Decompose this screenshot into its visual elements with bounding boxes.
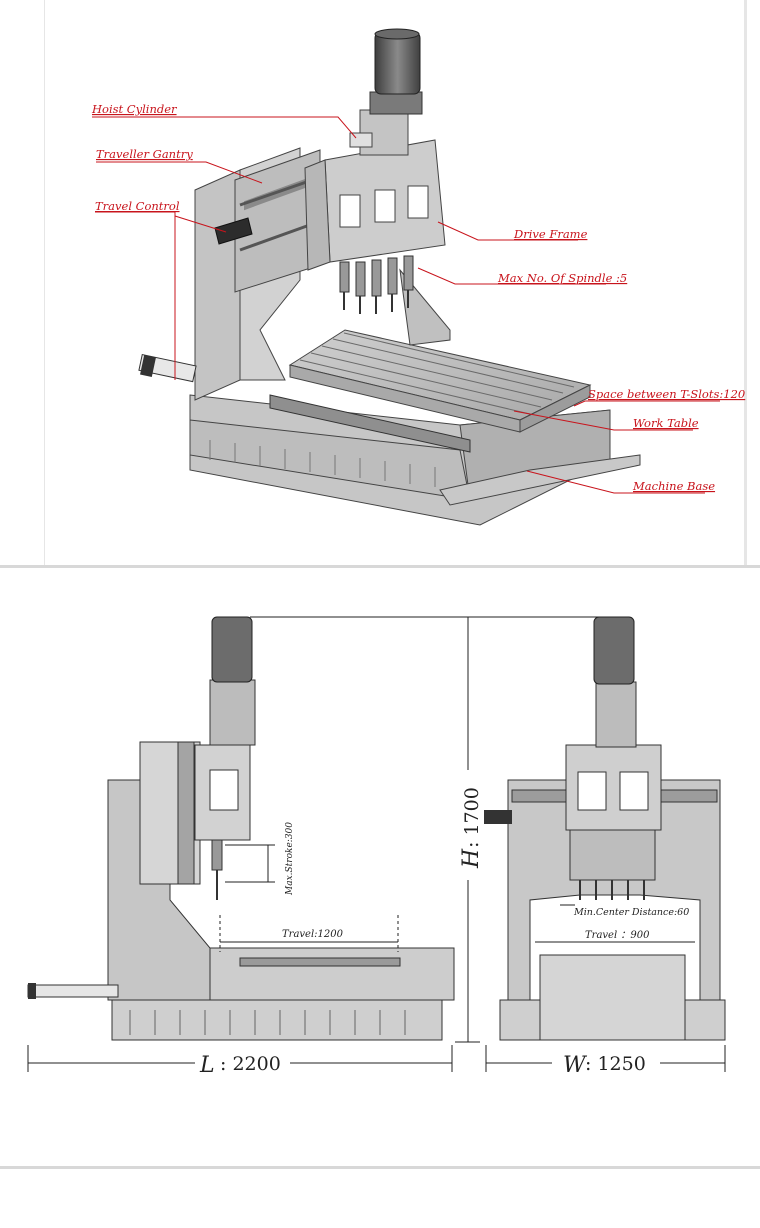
panel-border-right [744, 0, 747, 566]
traveller-gantry [234, 149, 321, 293]
dimension-lines [27, 616, 726, 1072]
label-traveller-gantry: Traveller Gantry [96, 147, 193, 161]
spindle-motor [349, 28, 423, 156]
travel-side-label: Travel:1200 [282, 929, 344, 940]
label-tslot-space: Space between T-Slots:120 [588, 387, 745, 401]
min-center-label: Min.Center Distance:60 [573, 907, 689, 918]
front-view [484, 616, 726, 1041]
drive-frame [304, 139, 446, 271]
isometric-machine-drawing: Hoist Cylinder Traveller Gantry Travel C… [91, 28, 745, 526]
height-value: : 1700 [461, 787, 483, 848]
travel-front-label: Travel ：900 [585, 930, 650, 941]
label-hoist-cylinder: Hoist Cylinder [91, 102, 178, 116]
panel-divider [0, 565, 760, 568]
length-value: : 2200 [220, 1053, 281, 1075]
width-value: : 1250 [585, 1053, 646, 1075]
label-work-table: Work Table [633, 416, 699, 430]
side-cylinder [138, 353, 197, 383]
spindle-group [339, 255, 414, 314]
machine-base [189, 394, 641, 526]
travel-control-motor [214, 217, 253, 245]
height-letter: H [459, 848, 484, 869]
width-letter: W [563, 1053, 588, 1078]
label-travel-control: Travel Control [95, 199, 180, 213]
label-machine-base: Machine Base [632, 479, 715, 493]
linear-rail [269, 394, 471, 453]
side-view [27, 616, 455, 1041]
label-max-spindle: Max No. Of Spindle :5 [497, 271, 627, 285]
length-letter: L [199, 1053, 215, 1078]
bottom-divider [0, 1166, 760, 1169]
leader-lines [92, 116, 720, 494]
label-drive-frame: Drive Frame [513, 227, 588, 241]
panel-border-left [44, 0, 45, 566]
work-table [288, 329, 592, 433]
max-stroke-label: Max.Stroke:300 [285, 822, 295, 896]
